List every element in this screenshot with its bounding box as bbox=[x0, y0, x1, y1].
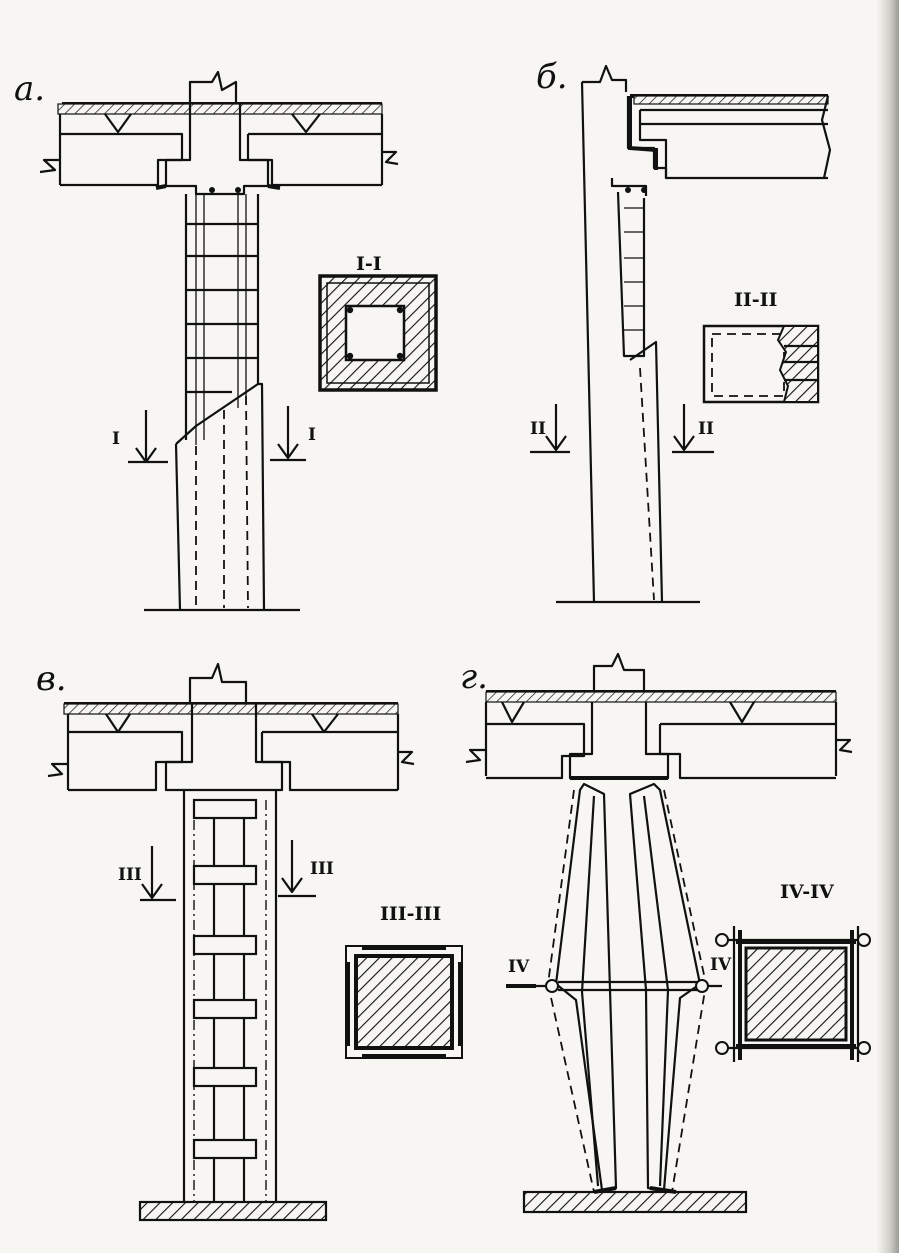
panel-a-label: а. bbox=[14, 69, 45, 109]
page-edge-shadow bbox=[877, 0, 899, 1253]
panel-a-cut-markers: I I bbox=[112, 406, 316, 464]
cut-label-g-left: IV bbox=[508, 957, 530, 977]
cut-label-b-left: II bbox=[530, 419, 546, 439]
panel-v: в. bbox=[36, 659, 463, 1222]
panel-v-label: в. bbox=[36, 659, 67, 699]
section-v-detail: III-III bbox=[345, 903, 463, 1059]
panel-v-slab bbox=[47, 662, 415, 792]
section-a-detail: I-I bbox=[318, 253, 438, 392]
panel-b: б. II II II-II bbox=[530, 57, 832, 604]
panel-a-slab bbox=[39, 70, 399, 196]
panel-b-cut-markers: II II bbox=[530, 404, 714, 454]
section-b-detail: II-II bbox=[702, 289, 820, 404]
panel-v-batten-plates bbox=[192, 798, 258, 1160]
panel-v-cut-markers: III III bbox=[118, 840, 334, 902]
cut-label-v-left: III bbox=[118, 865, 142, 885]
section-a-label: I-I bbox=[356, 253, 382, 275]
cut-label-v-right: III bbox=[310, 859, 334, 879]
panel-b-label: б. bbox=[536, 57, 568, 97]
section-g-label: IV-IV bbox=[780, 881, 835, 903]
cut-label-a-right: I bbox=[308, 425, 316, 445]
section-g-detail: IV-IV bbox=[715, 881, 871, 1062]
section-b-label: II-II bbox=[734, 289, 778, 311]
cut-label-b-right: II bbox=[698, 419, 714, 439]
panel-g-struts bbox=[522, 782, 748, 1214]
panel-g-slab bbox=[465, 652, 853, 780]
panel-a-column bbox=[144, 187, 300, 612]
panel-b-column bbox=[556, 187, 700, 604]
panel-g: г. IV bbox=[460, 652, 871, 1214]
panel-g-cut-markers: IV IV bbox=[506, 955, 732, 988]
cut-label-a-left: I bbox=[112, 429, 120, 449]
panel-a: а. I I bbox=[14, 69, 438, 612]
panel-v-column bbox=[138, 790, 328, 1222]
section-v-label: III-III bbox=[380, 903, 441, 925]
panel-g-label: г. bbox=[460, 657, 488, 697]
cut-label-g-right: IV bbox=[710, 955, 732, 975]
panel-b-slab bbox=[580, 64, 832, 603]
